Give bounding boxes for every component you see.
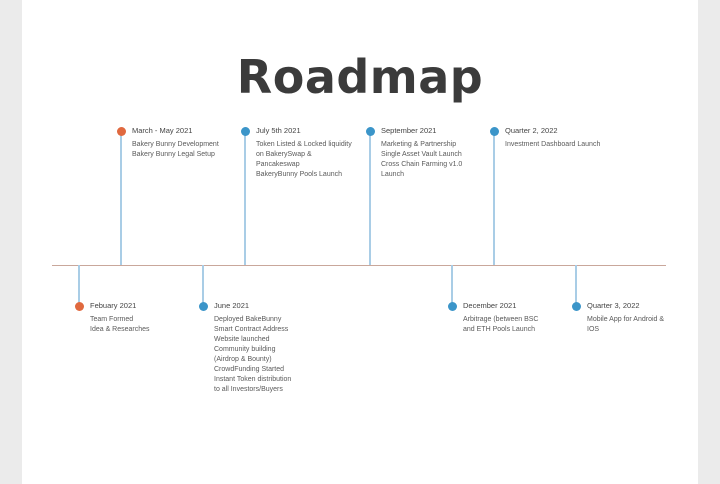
milestone-item: Cross Chain Farming v1.0 Launch: [381, 161, 463, 178]
milestone-dot: [572, 302, 581, 311]
milestone-stem: [78, 265, 80, 306]
milestone-dot: [241, 127, 250, 136]
milestone-dot: [117, 127, 126, 136]
milestone-item: Idea & Researches: [90, 326, 150, 333]
milestone-item: Instant Token distribution to all Invest…: [214, 376, 292, 393]
milestone-date: Febuary 2021: [90, 301, 137, 310]
milestone-item: Single Asset Vault Launch: [381, 151, 462, 158]
milestone-date: July 5th 2021: [256, 126, 301, 135]
milestone-item: Bakery Bunny Development: [132, 141, 219, 148]
milestone-dot: [366, 127, 375, 136]
milestone-stem: [493, 131, 495, 265]
milestone-item: CrowdFunding Started: [214, 366, 285, 373]
milestone-stem: [575, 265, 577, 306]
milestone-item: Community building (Airdrop & Bounty): [214, 346, 276, 363]
milestone-date: Quarter 3, 2022: [587, 301, 640, 310]
milestone-dot: [199, 302, 208, 311]
milestone-stem: [120, 131, 122, 265]
milestone-date: September 2021: [381, 126, 437, 135]
milestone-date: March - May 2021: [132, 126, 193, 135]
timeline-axis: [52, 265, 666, 266]
milestone-stem: [244, 131, 246, 265]
milestone-item: Website launched: [214, 336, 270, 343]
milestone-stem: [202, 265, 204, 306]
milestone-date: Quarter 2, 2022: [505, 126, 558, 135]
milestone-stem: [369, 131, 371, 265]
milestone-stem: [451, 265, 453, 306]
milestone-item: Marketing & Partnership: [381, 141, 457, 148]
milestone-dot: [490, 127, 499, 136]
roadmap-sheet: [22, 0, 698, 484]
milestone-dot: [448, 302, 457, 311]
milestone-date: December 2021: [463, 301, 517, 310]
milestone-item: Team Formed: [90, 316, 134, 323]
milestone-dot: [75, 302, 84, 311]
milestone-item: Mobile App for Android & IOS: [587, 316, 665, 333]
milestone-item: Arbitrage (between BSC and ETH Pools Lau…: [463, 316, 539, 333]
milestone-item: Bakery Bunny Legal Setup: [132, 151, 215, 158]
milestone-date: June 2021: [214, 301, 250, 310]
milestone-item: Token Listed & Locked liquidity on Baker…: [256, 141, 352, 168]
page-title: Roadmap: [236, 50, 484, 104]
milestone-item: Investment Dashboard Launch: [505, 141, 601, 148]
milestone-item: Deployed BakeBunny Smart Contract Addres…: [214, 316, 289, 333]
milestone-item: BakeryBunny Pools Launch: [256, 171, 342, 178]
